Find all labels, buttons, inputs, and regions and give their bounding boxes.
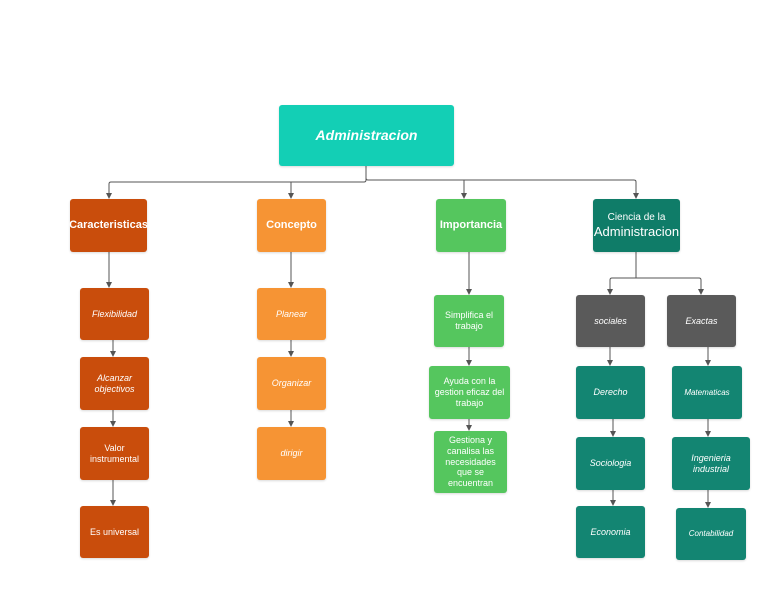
node-planear: Planear: [257, 288, 326, 340]
connector-ciencia-exactas: [636, 277, 704, 295]
node-valor-instrumental: Valor instrumental: [80, 427, 149, 480]
node-exactas-label: Exactas: [685, 315, 718, 326]
node-gestiona-canalisa-label: Gestiona y canalisa las necesidades que …: [445, 435, 496, 489]
node-dirigir-label: dirigir: [280, 448, 303, 459]
node-economia: Economia: [576, 506, 645, 558]
node-valor-instrumental-label: Valor instrumental: [89, 442, 140, 464]
node-alcanzar-objectivos: Alcanzar objectivos: [80, 357, 149, 410]
node-flexibilidad: Flexibilidad: [80, 288, 149, 340]
node-caracteristicas-label: Caracteristicas: [69, 218, 148, 231]
node-ingenieria-industrial-label: Ingenieria industrial: [691, 452, 731, 474]
node-concepto: Concepto: [257, 199, 326, 252]
node-exactas: Exactas: [667, 295, 736, 347]
node-ayuda-gestion: Ayuda con la gestion eficaz del trabajo: [429, 366, 510, 419]
node-organizar: Organizar: [257, 357, 326, 410]
node-ciencia-line1: Ciencia de la: [607, 211, 666, 223]
node-administracion-label: Administracion: [315, 127, 418, 144]
node-ayuda-gestion-label: Ayuda con la gestion eficaz del trabajo: [434, 376, 505, 408]
node-ciencia-administracion: Ciencia de la Administracion: [593, 199, 680, 252]
node-importancia-label: Importancia: [439, 218, 503, 231]
node-matematicas: Matematicas: [672, 366, 742, 419]
node-simplifica-el-trabajo: Simplifica el trabajo: [434, 295, 504, 347]
connector-root-ciencia: [464, 179, 639, 199]
node-ciencia-line2: Administracion: [593, 223, 680, 239]
node-importancia: Importancia: [436, 199, 506, 252]
node-sociologia-label: Sociologia: [589, 458, 632, 469]
node-organizar-label: Organizar: [271, 378, 312, 389]
node-administracion: Administracion: [279, 105, 454, 166]
node-matematicas-label: Matematicas: [684, 387, 730, 397]
node-es-universal-label: Es universal: [89, 526, 140, 537]
node-flexibilidad-label: Flexibilidad: [91, 308, 138, 319]
node-ingenieria-industrial: Ingenieria industrial: [672, 437, 750, 490]
node-contabilidad: Contabilidad: [676, 508, 746, 560]
node-contabilidad-label: Contabilidad: [688, 529, 734, 539]
node-dirigir: dirigir: [257, 427, 326, 480]
node-alcanzar-objectivos-label: Alcanzar objectivos: [94, 372, 135, 394]
node-es-universal: Es universal: [80, 506, 149, 558]
node-sociales-label: sociales: [594, 315, 627, 326]
connector-root-caracteristicas: [106, 166, 367, 199]
node-gestiona-canalisa: Gestiona y canalisa las necesidades que …: [434, 431, 507, 493]
node-sociales: sociales: [576, 295, 645, 347]
node-concepto-label: Concepto: [266, 218, 317, 231]
node-economia-label: Economia: [590, 526, 631, 537]
node-simplifica-el-trabajo-label: Simplifica el trabajo: [444, 310, 493, 331]
node-derecho-label: Derecho: [593, 387, 628, 398]
node-sociologia: Sociologia: [576, 437, 645, 490]
connector-root-importancia: [365, 177, 467, 199]
connector-ciencia-sociales: [607, 277, 636, 295]
node-derecho: Derecho: [576, 366, 645, 419]
node-caracteristicas: Caracteristicas: [69, 199, 148, 252]
node-planear-label: Planear: [275, 308, 308, 319]
